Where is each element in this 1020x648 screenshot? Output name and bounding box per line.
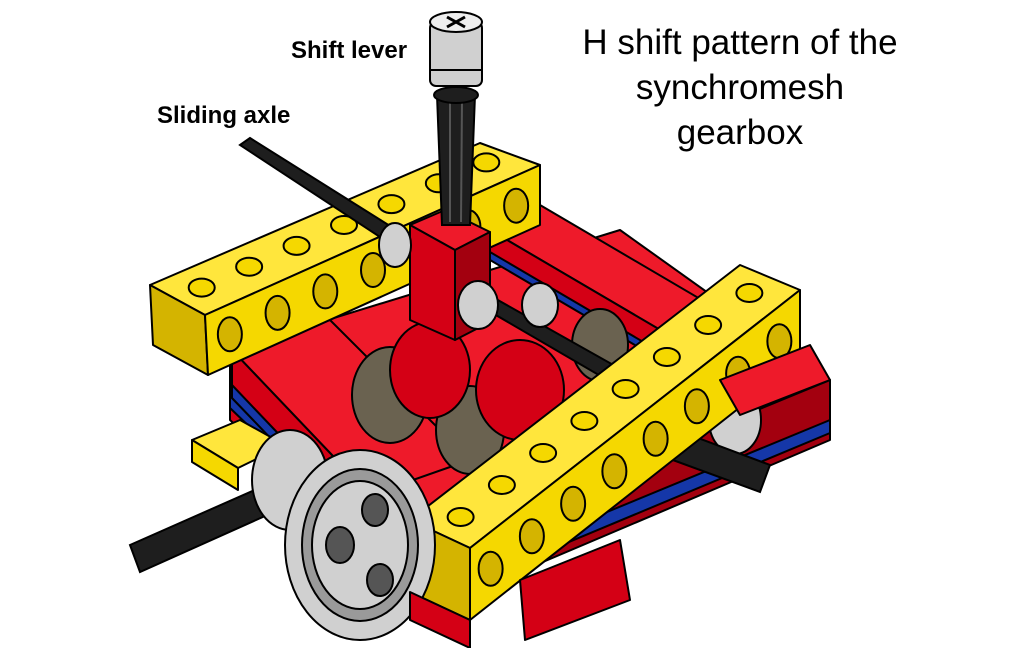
beam-stud (330, 215, 358, 235)
beam-hole (477, 550, 504, 587)
beam-stud (570, 411, 599, 431)
shift-block (378, 209, 559, 341)
beam-stud (694, 315, 723, 335)
beam-hole (503, 187, 530, 224)
beam-stud (282, 235, 311, 256)
beam-hole (642, 420, 669, 457)
beam-hole (683, 388, 710, 425)
beam-hole (264, 294, 291, 331)
beam-stud (377, 194, 406, 215)
title-line-3: gearbox (676, 113, 804, 152)
shift-lever-label: Shift lever (291, 37, 408, 64)
beam-hole (360, 252, 386, 288)
title-line-1: H shift pattern of the (582, 23, 898, 62)
diagram-title: H shift pattern of the synchromesh gearb… (545, 20, 935, 155)
beam-hole (601, 453, 628, 490)
title-line-2: synchromesh (635, 68, 845, 107)
input-gear (251, 429, 436, 641)
beam-stud (446, 507, 475, 527)
beam-hole (312, 273, 339, 310)
red-brick-lower (409, 344, 831, 648)
yellow-beam-front-studs (446, 283, 764, 527)
beam-stud (735, 283, 764, 303)
shift-lever (429, 11, 483, 226)
beam-hole (518, 518, 545, 555)
beam-stud (187, 277, 216, 298)
beam-hole (560, 485, 587, 522)
beam-stud (487, 475, 516, 495)
beam-stud (529, 443, 558, 463)
yellow-beam-front-holes (477, 323, 793, 587)
beam-stud (235, 256, 264, 277)
beam-stud (652, 347, 681, 367)
sliding-axle-label: Sliding axle (157, 102, 291, 129)
beam-stud (611, 379, 640, 399)
beam-stud (472, 152, 501, 173)
beam-hole (216, 316, 243, 353)
